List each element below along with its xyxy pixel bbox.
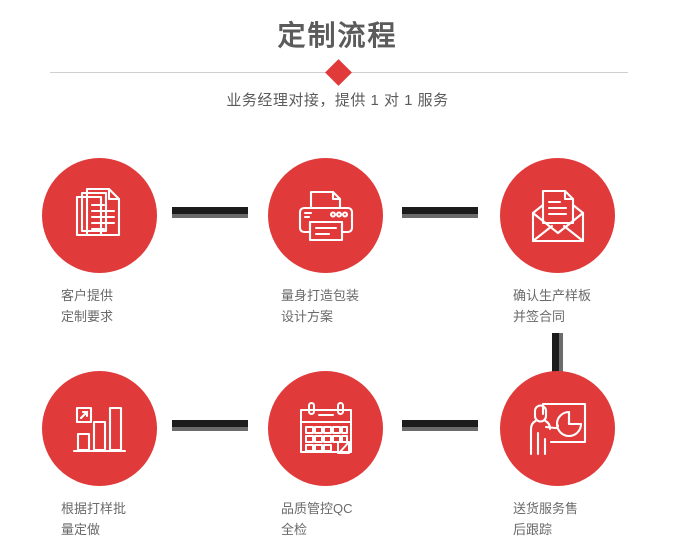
connector-step4-step5 bbox=[172, 420, 248, 431]
step-6-circle[interactable] bbox=[500, 371, 615, 486]
step-4-caption: 根据打样批 量定做 bbox=[61, 501, 127, 537]
connector-shadow bbox=[172, 427, 248, 431]
step-5-caption: 品质管控QC 全检 bbox=[281, 501, 353, 537]
step-2-caption: 量身打造包装 设计方案 bbox=[281, 288, 360, 324]
connector-bar bbox=[552, 333, 559, 375]
open-envelope-icon bbox=[525, 183, 591, 249]
connector-shadow bbox=[402, 427, 478, 431]
connector-shadow bbox=[402, 214, 478, 218]
diamond-icon bbox=[325, 59, 352, 86]
step-6-caption: 送货服务售 后跟踪 bbox=[513, 501, 579, 537]
step-5-circle[interactable] bbox=[268, 371, 383, 486]
connector-bar bbox=[402, 207, 478, 214]
connector-bar bbox=[172, 207, 248, 214]
header: 定制流程 业务经理对接，提供 1 对 1 服务 bbox=[0, 0, 675, 130]
connector-bar bbox=[402, 420, 478, 427]
connector-step1-step2 bbox=[172, 207, 248, 218]
step-3-circle[interactable] bbox=[500, 158, 615, 273]
connector-shadow bbox=[172, 214, 248, 218]
step-2-circle[interactable] bbox=[268, 158, 383, 273]
step-1-circle[interactable] bbox=[42, 158, 157, 273]
presenter-pie-chart-icon bbox=[525, 396, 591, 462]
title-divider bbox=[50, 59, 628, 86]
connector-step3-step6 bbox=[552, 333, 563, 375]
connector-shadow bbox=[559, 333, 563, 375]
bar-chart-growth-icon bbox=[67, 396, 133, 462]
connector-bar bbox=[172, 420, 248, 427]
step-4-circle[interactable] bbox=[42, 371, 157, 486]
documents-stack-icon bbox=[67, 183, 133, 249]
page-title: 定制流程 bbox=[277, 20, 398, 51]
connector-step5-step6 bbox=[402, 420, 478, 431]
step-3-caption: 确认生产样板 并签合同 bbox=[513, 288, 592, 324]
step-1-caption: 客户提供 定制要求 bbox=[61, 288, 114, 324]
subtitle: 业务经理对接，提供 1 对 1 服务 bbox=[226, 92, 449, 109]
connector-step2-step3 bbox=[402, 207, 478, 218]
calendar-check-icon bbox=[293, 396, 359, 462]
printer-icon bbox=[293, 183, 359, 249]
